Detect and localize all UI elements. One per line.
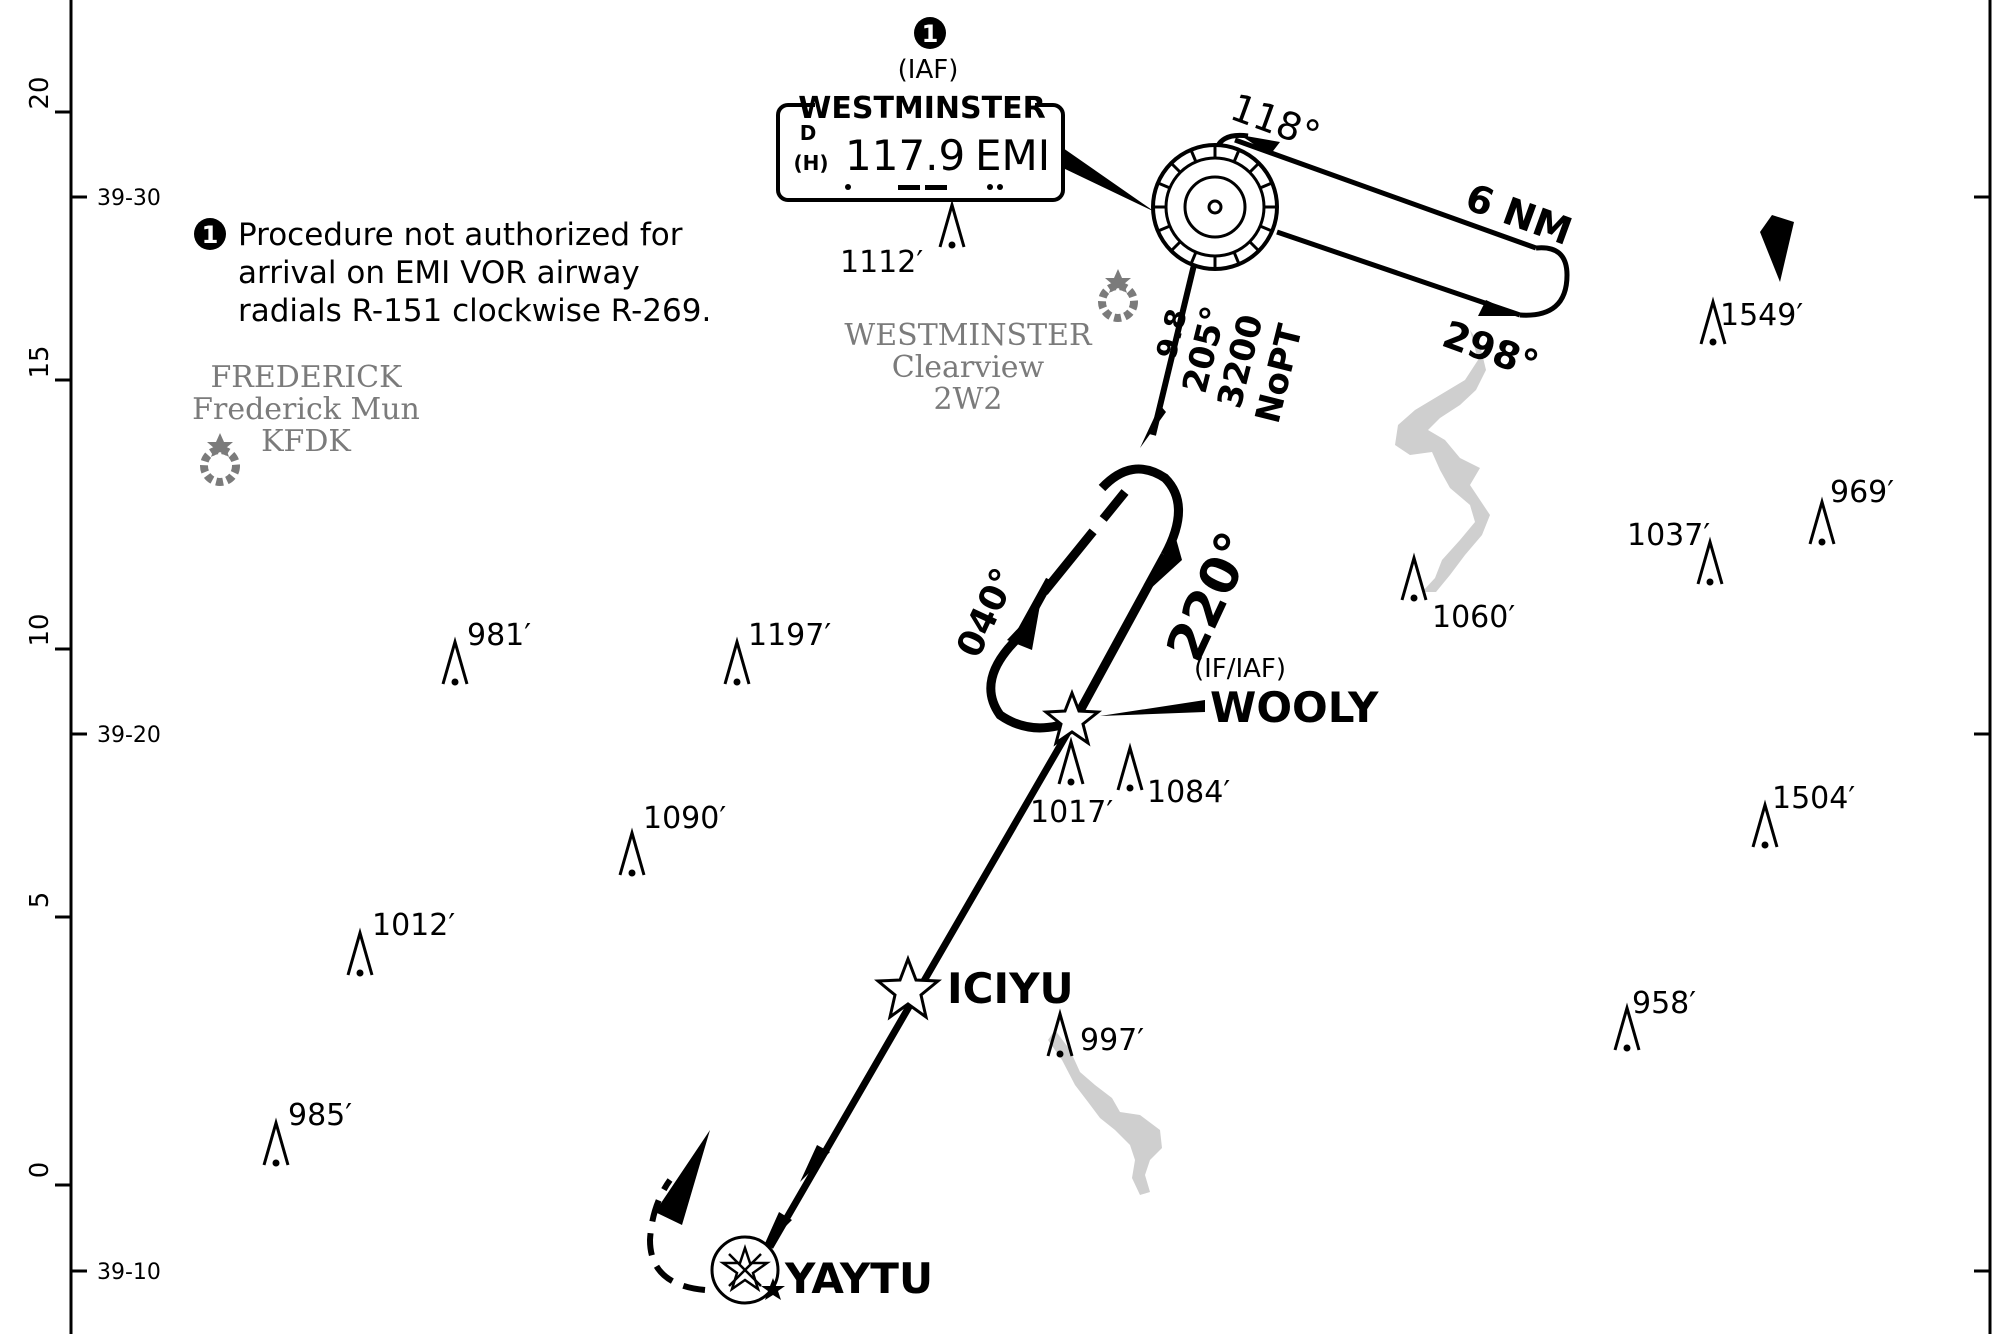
procedure-note: 1 Procedure not authorized for arrival o…: [194, 217, 711, 329]
airport-westminster-name: Clearview: [892, 350, 1045, 385]
fix-wooly-name: WOOLY: [1210, 683, 1379, 732]
obstacle-label-1549: 1549′: [1720, 298, 1803, 333]
airport-frederick-city: FREDERICK: [210, 360, 402, 395]
obstacle-1017: [1057, 736, 1085, 786]
chart-frame: [69, 0, 1992, 1334]
navaid-ident: EMI: [975, 131, 1050, 180]
obstacle-label-1112: 1112′: [840, 245, 923, 280]
final-arrowhead-1: [800, 1145, 830, 1182]
navaid-info-box: [776, 96, 1155, 212]
holding-pattern-emi: [1212, 132, 1570, 318]
navaid-name: WESTMINSTER: [798, 91, 1045, 126]
scale-label-20: 20: [25, 76, 55, 109]
obstacles: [262, 199, 1836, 1167]
scale-label-15: 15: [25, 345, 55, 378]
north-arrow-icon: [1760, 215, 1794, 282]
missed-approach-arrowhead: [655, 1130, 710, 1225]
procedure-note-number: 1: [202, 221, 219, 249]
fix-iciyu-name: ICIYU: [947, 964, 1074, 1013]
obstacle-label-1060: 1060′: [1432, 600, 1515, 635]
obstacle-1090: [618, 827, 646, 877]
obstacle-1084: [1116, 742, 1144, 792]
holding-emi-outbound-course: 298°: [1437, 312, 1544, 387]
fix-iciyu-symbol: [874, 954, 942, 1021]
obstacle-label-1197: 1197′: [748, 618, 831, 653]
obstacle-958: [1613, 1002, 1641, 1052]
obstacle-1012: [346, 927, 374, 977]
airport-frederick-name: Frederick Mun: [192, 392, 420, 427]
holding-emi-arrowheads: [1240, 135, 1520, 316]
obstacle-label-1090: 1090′: [643, 801, 726, 836]
lake-south: [1048, 1030, 1162, 1195]
obstacle-label-997: 997′: [1080, 1023, 1144, 1058]
latitude-label-39-10: 39-10: [97, 1260, 161, 1285]
airport-westminster-symbol: [1098, 269, 1138, 322]
course-arrowheads: [762, 405, 1166, 1250]
fix-yaytu-name: YAYTU: [784, 1254, 933, 1303]
scale-label-0: 0: [25, 1162, 55, 1179]
obstacle-985: [262, 1117, 290, 1167]
missed-approach-turn: [646, 1178, 706, 1293]
airport-frederick-id: KFDK: [261, 424, 351, 459]
obstacle-1197: [723, 636, 751, 686]
note-marker-navaid: 1: [914, 17, 946, 49]
fix-wooly-leader: [1100, 700, 1205, 716]
procedure-note-line-3: radials R-151 clockwise R-269.: [238, 293, 711, 329]
obstacle-label-1084: 1084′: [1147, 775, 1230, 810]
holding-wooly-arrowheads: [1007, 535, 1182, 650]
obstacle-1549: [1699, 296, 1727, 346]
obstacle-label-1012: 1012′: [372, 908, 455, 943]
distance-scale: [55, 110, 1990, 1273]
obstacle-label-1017: 1017′: [1030, 795, 1113, 830]
feeder-route-205: [1150, 239, 1203, 436]
obstacle-label-981: 981′: [467, 618, 531, 653]
airport-westminster-city: WESTMINSTER: [844, 318, 1093, 353]
obstacle-969: [1808, 496, 1836, 546]
note-marker-navaid-number: 1: [922, 20, 939, 48]
lake-north: [1395, 330, 1490, 592]
obstacle-label-969: 969′: [1830, 475, 1894, 510]
navaid-role: (IAF): [898, 55, 959, 85]
obstacle-1037: [1696, 536, 1724, 586]
procedure-note-line-2: arrival on EMI VOR airway: [238, 255, 640, 291]
obstacle-997: [1046, 1008, 1074, 1058]
obstacle-1504: [1751, 799, 1779, 849]
obstacle-label-1037: 1037′: [1627, 518, 1710, 553]
obstacle-981: [441, 636, 469, 686]
latitude-label-39-20: 39-20: [97, 723, 161, 748]
fix-wooly-symbol: [1041, 688, 1103, 747]
fix-wooly-role: (IF/IAF): [1194, 654, 1286, 684]
navaid-box-leader: [1063, 148, 1155, 212]
obstacle-1112: [938, 199, 966, 249]
navaid-frequency: 117.9: [845, 131, 965, 180]
navaid-morse-code: [845, 184, 1003, 190]
scale-label-10: 10: [25, 613, 55, 646]
feeder-arrowhead: [1140, 405, 1166, 448]
obstacle-label-1504: 1504′: [1772, 781, 1855, 816]
final-arrowhead-2: [762, 1212, 792, 1250]
obstacle-label-958: 958′: [1632, 986, 1696, 1021]
obstacle-label-985: 985′: [288, 1098, 352, 1133]
latitude-label-39-30: 39-30: [97, 186, 161, 211]
scale-label-5: 5: [25, 892, 55, 909]
emi-vortac-symbol: [1151, 143, 1279, 271]
obstacle-1060: [1400, 552, 1428, 602]
navaid-class-d: D: [800, 121, 817, 145]
holding-pattern-wooly: [986, 464, 1183, 733]
airport-frederick-symbol: [200, 433, 240, 486]
fix-yaytu-symbol: [710, 1235, 785, 1305]
airport-westminster-id: 2W2: [933, 382, 1002, 417]
navaid-class-h: (H): [793, 151, 828, 175]
procedure-note-line-1: Procedure not authorized for: [238, 217, 683, 253]
